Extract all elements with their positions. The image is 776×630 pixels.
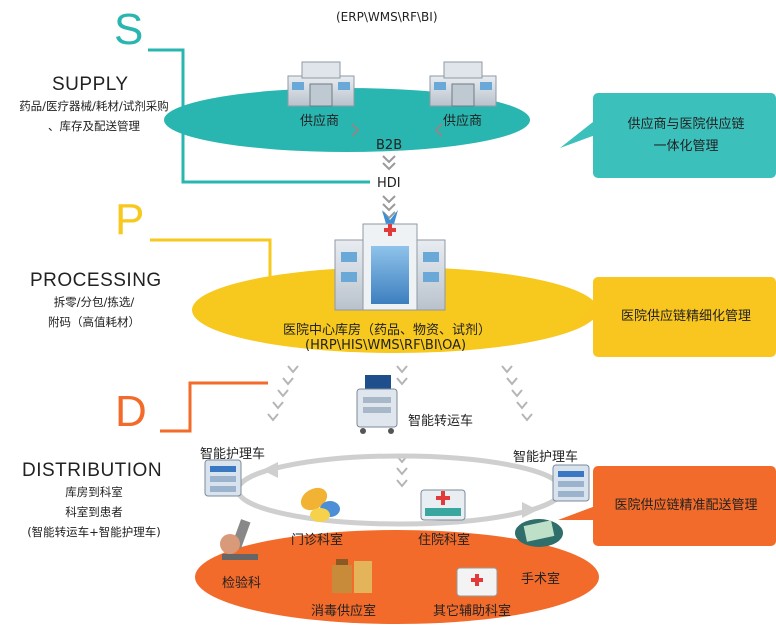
outpatient-label: 门诊科室	[291, 533, 344, 548]
distribution-connector-line	[160, 381, 268, 433]
supply-title: SUPPLY	[52, 74, 129, 95]
supply-callout-shape	[560, 93, 776, 178]
b2b-label: B2B	[376, 138, 403, 153]
supply-desc-line2: 、库存及配送管理	[48, 119, 140, 133]
processing-title: PROCESSING	[30, 270, 162, 291]
distribution-description: 库房到科室 科室到患者 (智能转运车+智能护理车)	[4, 482, 184, 542]
distribution-desc-line1: 库房到科室	[65, 485, 123, 499]
surgery-tray-icon	[515, 519, 563, 547]
supplier-building-a	[287, 61, 355, 107]
processing-description: 拆零/分包/拣选/ 附码（高值耗材）	[14, 292, 174, 332]
processing-letter: P	[115, 195, 145, 244]
hdi-label: HDI	[377, 176, 401, 191]
b2b-arrows	[351, 123, 443, 137]
surgery-label: 手术室	[521, 572, 561, 587]
distribution-desc-line2: 科室到患者	[65, 505, 123, 519]
sterilization-label: 消毒供应室	[311, 604, 377, 619]
lab-label: 检验科	[222, 576, 262, 591]
nursing-cart-left-label: 智能护理车	[200, 447, 266, 462]
distribution-callout-shape	[558, 466, 776, 546]
supply-description: 药品/医疗器械/耗材/试剂采购 、库存及配送管理	[4, 96, 184, 136]
distribution-ellipse	[195, 530, 599, 624]
supplier-building-b	[429, 61, 497, 107]
supply-callout: 供应商与医院供应链 一体化管理	[598, 93, 774, 178]
distribution-arrows	[267, 365, 533, 488]
supply-desc-line1: 药品/医疗器械/耗材/试剂采购	[19, 99, 169, 113]
supply-callout-line2: 一体化管理	[653, 138, 719, 154]
hdi-arrows	[382, 155, 396, 220]
inpatient-label: 住院科室	[418, 533, 471, 548]
processing-callout-shape	[568, 277, 776, 357]
hospital-building	[334, 210, 446, 311]
processing-system-label: (HRP\HIS\WMS\RF\BI\OA)	[305, 338, 467, 353]
transfer-cart-label: 智能转运车	[408, 414, 474, 429]
inpatient-bed-icon	[420, 489, 466, 521]
processing-connector-line	[150, 238, 272, 280]
lab-microscope-icon	[220, 519, 258, 560]
sterilization-bottles-icon	[332, 559, 372, 593]
processing-desc-line2: 附码（高值耗材）	[48, 315, 140, 329]
distribution-desc-line3: (智能转运车+智能护理车)	[27, 525, 161, 539]
nursing-cart-left-icon	[204, 459, 242, 497]
other-departments-label: 其它辅助科室	[433, 604, 512, 619]
nursing-cart-right-icon	[552, 464, 590, 502]
supply-system-label: (ERP\WMS\RF\BI)	[336, 10, 438, 24]
distribution-callout: 医院供应链精准配送管理	[614, 498, 758, 513]
supplier-b-label: 供应商	[443, 114, 483, 129]
warehouse-label: 医院中心库房（药品、物资、试剂）	[283, 323, 492, 338]
supply-letter: S	[114, 5, 144, 54]
nursing-cart-right-label: 智能护理车	[513, 450, 579, 465]
supply-callout-line1: 供应商与医院供应链	[627, 116, 745, 132]
supplier-a-label: 供应商	[300, 114, 340, 129]
processing-callout: 医院供应链精细化管理	[620, 309, 751, 324]
distribution-loop	[235, 453, 565, 527]
distribution-title: DISTRIBUTION	[22, 460, 163, 481]
processing-desc-line1: 拆零/分包/拣选/	[53, 295, 135, 309]
outpatient-pills-icon	[300, 487, 340, 522]
transfer-cart-icon	[356, 375, 398, 434]
first-aid-box-icon	[456, 567, 498, 597]
distribution-letter: D	[115, 387, 147, 436]
